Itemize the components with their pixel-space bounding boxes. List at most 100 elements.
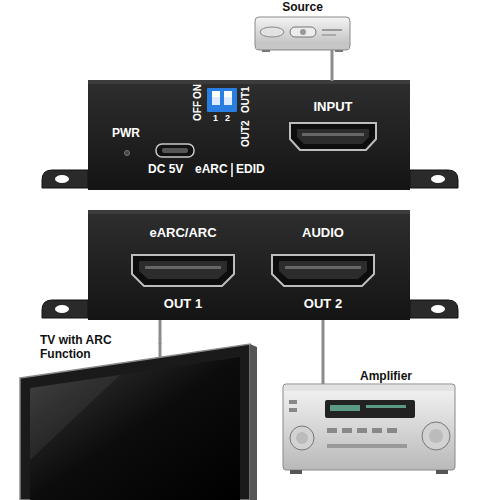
tv-illustration-part xyxy=(30,357,240,500)
panel-label: OFF xyxy=(192,101,204,121)
back-panel-part xyxy=(410,300,458,318)
label-holder: ON xyxy=(192,84,204,99)
node-label: TV with ARC Function xyxy=(40,334,130,361)
node-label: INPUT xyxy=(314,100,353,115)
front-panel-part xyxy=(224,91,232,105)
port-name: OUT 2 xyxy=(304,297,342,312)
back-panel-part xyxy=(139,261,227,279)
tv-illustration-part xyxy=(250,344,257,500)
node-label: eARC/ARC xyxy=(149,226,216,241)
source-device-part xyxy=(262,50,270,52)
amplifier-illustration-part xyxy=(366,405,406,408)
label-holder: PWR xyxy=(112,127,140,141)
source-device-part xyxy=(256,44,349,49)
front-panel-part xyxy=(410,170,458,188)
amplifier-illustration-part xyxy=(372,428,382,433)
tv-device: TV with ARC Function xyxy=(20,344,256,500)
panel-label: OUT1 xyxy=(240,86,252,113)
amplifier-illustration-part xyxy=(342,428,352,433)
back-panel-part xyxy=(285,266,361,269)
tv-illustration xyxy=(20,343,257,500)
hdmi-cable xyxy=(331,50,334,81)
label-holder: EDID xyxy=(236,163,265,177)
node-label: Amplifier xyxy=(360,370,412,384)
panel-label: 2 xyxy=(225,113,230,123)
tv-illustration-part xyxy=(20,344,250,500)
hdmi-output-port: AUDIO OUT 2 xyxy=(265,214,381,320)
front-panel-part xyxy=(224,91,232,97)
front-panel-part xyxy=(162,148,188,153)
front-panel-part xyxy=(207,88,237,112)
panel-label: OUT2 xyxy=(240,120,252,147)
amplifier-illustration-part xyxy=(330,405,360,411)
back-panel-part xyxy=(42,300,88,318)
amplifier-illustration-part xyxy=(429,429,443,443)
front-panel-part xyxy=(55,175,69,183)
front-panel-part xyxy=(42,170,88,188)
hdmi-cable xyxy=(322,320,325,384)
source-device-part xyxy=(335,50,343,52)
label-holder: DC 5V xyxy=(148,163,183,177)
amplifier-illustration-part xyxy=(290,470,302,474)
front-panel-part xyxy=(125,151,130,156)
source-device: Source xyxy=(255,17,350,50)
source-device-part xyxy=(322,29,342,31)
label-holder: 1 xyxy=(213,113,218,123)
back-panel-part xyxy=(272,255,374,286)
panel-label: ON xyxy=(192,84,204,99)
panel-label: EDID xyxy=(236,163,265,177)
back-panel-part xyxy=(279,261,367,279)
front-panel-part xyxy=(212,91,220,97)
front-panel-part xyxy=(297,129,369,144)
back-panel-part xyxy=(145,266,221,269)
back-panel-part xyxy=(431,305,445,313)
source-device-part xyxy=(260,27,284,37)
front-panel-part xyxy=(88,80,410,84)
label-holder: 2 xyxy=(225,113,230,123)
amplifier-illustration-part xyxy=(387,428,397,433)
hdmi-output-port: eARC/ARC OUT 1 xyxy=(125,214,241,320)
panel-label: 1 xyxy=(213,113,218,123)
front-panel xyxy=(42,80,458,190)
amplifier-illustration-part xyxy=(357,428,367,433)
label-holder: OUT2 xyxy=(240,120,252,147)
amplifier-illustration-part xyxy=(289,408,297,412)
front-panel-part xyxy=(302,133,364,136)
tv-illustration-part xyxy=(30,375,120,460)
front-panel-part xyxy=(88,80,410,190)
amplifier-illustration-part xyxy=(422,422,450,450)
panel-label: eARC xyxy=(195,163,228,177)
front-panel-part xyxy=(431,175,445,183)
source-device-part xyxy=(322,34,336,36)
amplifier-illustration-part xyxy=(296,432,308,444)
back-panel-part xyxy=(132,255,234,286)
back-panel-part xyxy=(55,305,69,313)
port-name: OUT 1 xyxy=(164,297,202,312)
label-holder: OFF xyxy=(192,101,204,121)
hdmi-input-port: INPUT xyxy=(285,81,381,152)
source-device-part xyxy=(290,27,316,37)
node-label: Source xyxy=(255,1,350,15)
amplifier-illustration-part xyxy=(289,400,297,404)
amplifier-device: Amplifier xyxy=(283,384,455,470)
label-holder: eARC xyxy=(195,163,228,177)
node-label: AUDIO xyxy=(302,226,344,241)
source-device-part xyxy=(255,17,350,50)
front-panel-part xyxy=(212,91,220,105)
amplifier-illustration-part xyxy=(325,400,415,418)
amplifier-illustration-part xyxy=(283,384,455,470)
back-panel-part xyxy=(88,210,410,320)
front-panel-part xyxy=(231,163,233,177)
front-panel-part xyxy=(290,123,376,150)
amplifier-illustration-part xyxy=(290,426,314,450)
panel-label: PWR xyxy=(112,127,140,141)
source-device xyxy=(255,17,350,52)
front-panel-part xyxy=(156,144,194,157)
amplifier-illustration-part xyxy=(327,444,407,448)
source-device-part xyxy=(300,29,306,35)
panel-label: DC 5V xyxy=(148,163,183,177)
hdmi-cable xyxy=(159,320,162,344)
